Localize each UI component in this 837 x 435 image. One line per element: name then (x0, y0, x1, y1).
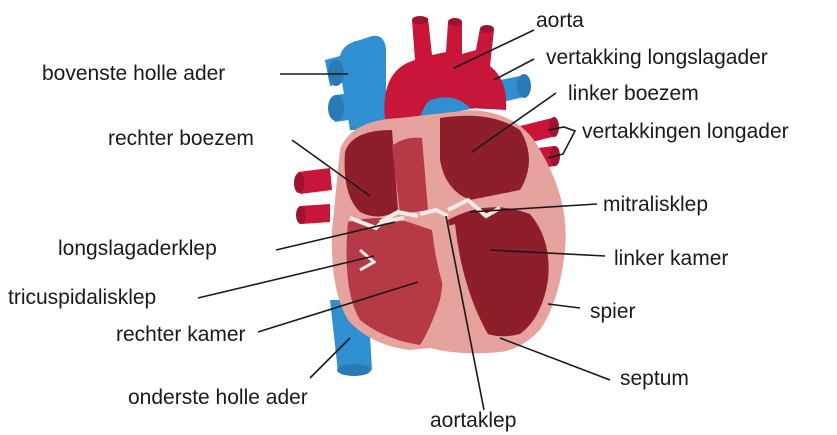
label-right-ventricle: rechter kamer (116, 324, 246, 345)
left-atrium (440, 116, 529, 200)
label-aortic-valve: aortaklep (430, 410, 516, 431)
superior-vena-cava (325, 36, 386, 130)
label-mitral-valve: mitralisklep (603, 194, 708, 215)
label-aorta: aorta (536, 10, 584, 31)
label-pulmonary-artery-branch: vertakking longslagader (546, 47, 768, 68)
label-muscle: spier (590, 301, 636, 322)
label-pulmonary-valve: longslagaderklep (58, 238, 217, 259)
label-right-atrium: rechter boezem (108, 128, 254, 149)
label-tricuspid-valve: tricuspidalisklep (8, 287, 156, 308)
label-superior-vena-cava: bovenste holle ader (42, 63, 225, 84)
label-inferior-vena-cava: onderste holle ader (128, 387, 308, 408)
label-pulmonary-veins: vertakkingen longader (582, 121, 789, 142)
label-left-ventricle: linker kamer (614, 248, 728, 269)
label-septum: septum (620, 368, 689, 389)
label-left-atrium: linker boezem (568, 83, 699, 104)
